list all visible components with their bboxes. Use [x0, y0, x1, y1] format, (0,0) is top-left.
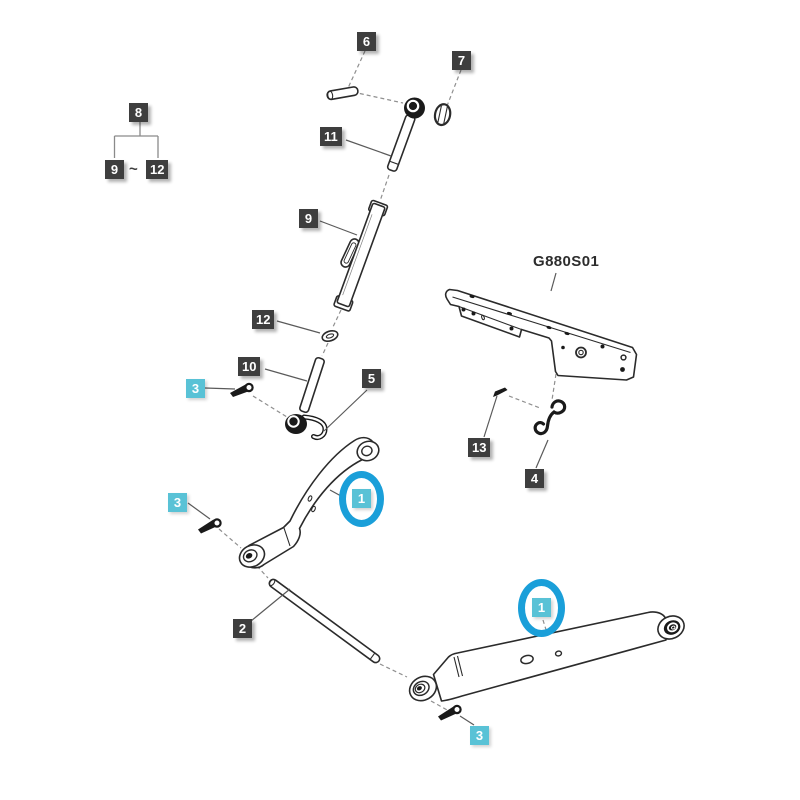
part-ring-12 [321, 330, 339, 342]
callout-13[interactable]: 13 [468, 438, 491, 457]
part-rod-2 [268, 578, 381, 664]
highlight-ring-upper [339, 471, 384, 527]
callout-9[interactable]: 9 [299, 209, 318, 228]
callout-10[interactable]: 10 [238, 357, 261, 376]
range-bracket [113, 122, 159, 158]
callout-9-range[interactable]: 9 [105, 160, 124, 179]
range-tilde: ~ [129, 161, 138, 178]
part-lift-arm-lower [408, 611, 685, 702]
callout-8[interactable]: 8 [129, 103, 148, 122]
callout-4[interactable]: 4 [525, 469, 544, 488]
part-pin-3-bottom [438, 704, 462, 721]
callout-12-range[interactable]: 12 [146, 160, 169, 179]
callout-6[interactable]: 6 [357, 32, 376, 51]
callout-2[interactable]: 2 [233, 619, 252, 638]
part-frame-g880s01 [444, 288, 638, 381]
ball-joint-left [408, 675, 438, 702]
part-pin-3-mid [198, 518, 222, 534]
part-handle-11 [386, 97, 425, 172]
part-hook-4 [533, 399, 567, 436]
part-pin-6 [326, 86, 359, 101]
callout-3-bottom[interactable]: 3 [470, 726, 489, 745]
part-pin-13 [493, 387, 508, 397]
assembly-dashed-lines [218, 50, 557, 712]
callout-7[interactable]: 7 [452, 51, 471, 70]
callout-1-lower[interactable]: 1 [532, 598, 551, 617]
callout-3-top[interactable]: 3 [186, 379, 205, 398]
callout-5[interactable]: 5 [362, 369, 381, 388]
assembly-code-label[interactable]: G880S01 [533, 253, 600, 270]
callout-3-mid[interactable]: 3 [168, 493, 187, 512]
ball-joint-right [657, 615, 685, 640]
highlight-ring-lower [518, 579, 565, 637]
part-liftrod-10 [285, 356, 328, 440]
callout-1-upper[interactable]: 1 [352, 489, 371, 508]
callout-12[interactable]: 12 [252, 310, 275, 329]
pointer-lines [187, 139, 557, 726]
part-hook-5 [301, 414, 328, 440]
part-clip-7 [433, 103, 452, 127]
part-crank-9 [333, 199, 389, 312]
part-pin-3-top [230, 382, 254, 397]
callout-11[interactable]: 11 [320, 127, 342, 146]
part-lift-arm-upper [238, 436, 380, 569]
